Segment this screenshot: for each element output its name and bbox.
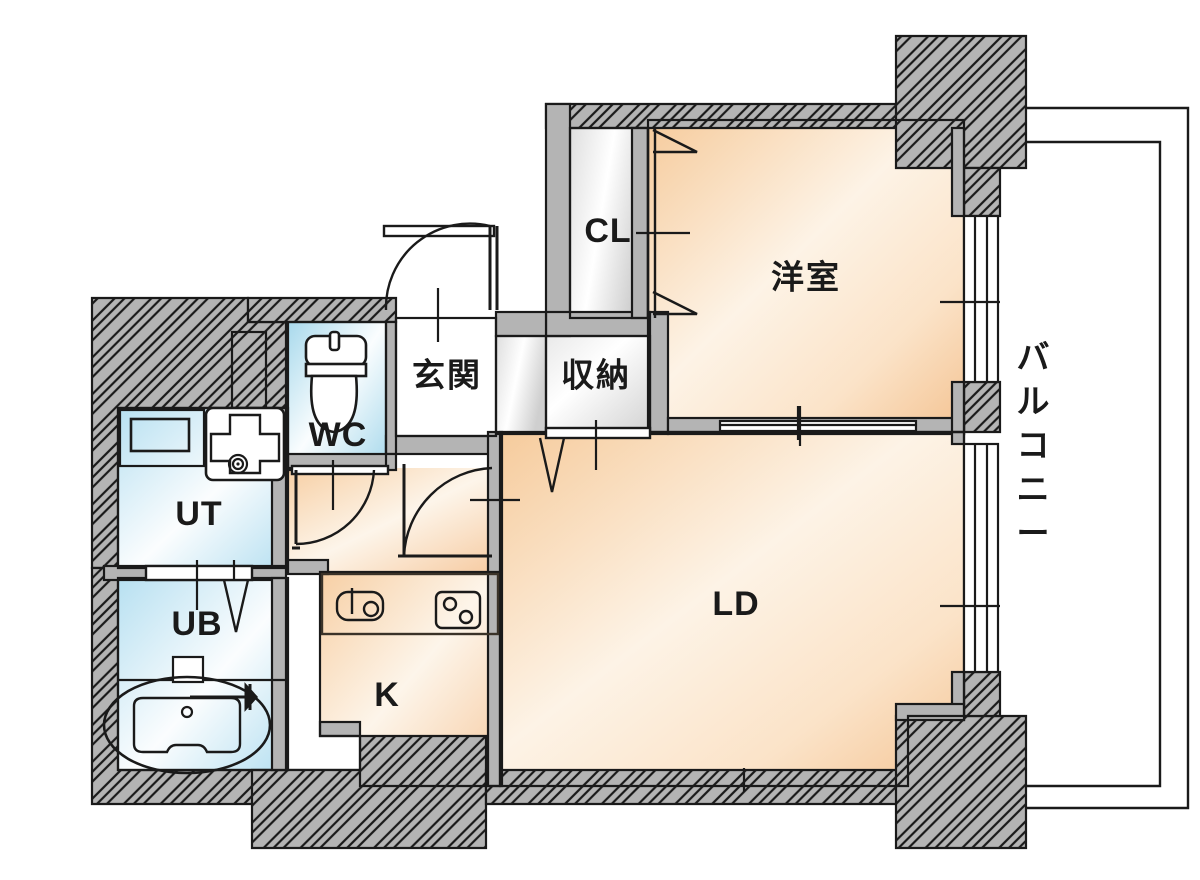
kitchen-counter <box>320 572 500 636</box>
wall-ld-southeast-notch <box>894 702 966 722</box>
balcony-label: バ ル コ ニ ー <box>1017 339 1052 552</box>
wall-yoshitsu-west <box>630 126 650 320</box>
room-label-closet: CL <box>584 212 631 250</box>
kitchen-sink-icon <box>335 588 385 622</box>
room-label-yoshitsu: 洋室 <box>771 259 841 296</box>
wall-block-east-lower <box>962 670 1002 718</box>
balcony-label-char-2: コ <box>1017 427 1052 464</box>
wall-block-east-mid <box>962 380 1002 434</box>
ut-door-opening <box>144 564 254 582</box>
entrance-door-opening <box>382 224 496 238</box>
wall-genkan-south <box>384 434 502 456</box>
room-sliding-door[interactable] <box>718 406 918 446</box>
room-floor-hallway <box>288 468 500 572</box>
wc-door-swing-arc <box>295 469 376 546</box>
wall-yoshitsu-east-top <box>950 126 966 218</box>
wall-hall-kitchen <box>286 558 330 576</box>
wall-block-northeast <box>894 34 1028 170</box>
tub-faucet-icon <box>190 682 259 712</box>
balcony-label-char-4: ー <box>1017 515 1052 552</box>
wash-basin-bowl <box>209 413 281 475</box>
room-floors <box>118 120 964 786</box>
gas-stove-icon <box>434 590 482 630</box>
balcony-label-char-0: バ <box>1017 339 1052 376</box>
ut-door[interactable] <box>144 564 254 633</box>
room-floor-shuno <box>546 336 650 434</box>
room-label-ld: LD <box>712 585 759 623</box>
entrance-door-swing-arc <box>384 222 491 311</box>
room-floor-kitchen <box>320 572 500 786</box>
room-label-shuno: 収納 <box>561 357 631 394</box>
room-label-ut: UT <box>175 495 222 533</box>
storage-door-opening <box>544 426 652 440</box>
tub-outer <box>102 675 272 775</box>
bath-tub-group <box>102 655 286 775</box>
toilet-seat-back <box>304 362 368 378</box>
room-labels: 洋室 LD K CL 玄関 収納 WC UT UB <box>171 212 841 714</box>
room-label-wc: WC <box>309 416 368 454</box>
wall-ld-east-top <box>950 430 966 446</box>
ut-door-fold-marker <box>222 579 250 633</box>
wall-storage-east <box>648 310 670 436</box>
hall-door[interactable] <box>398 464 493 558</box>
balcony-window-upper-frame <box>962 214 1000 384</box>
storage-door[interactable] <box>538 426 652 493</box>
wall-block-southeast <box>894 714 1028 850</box>
toilet-fixture <box>304 330 368 434</box>
wall-kitchen-south-stub <box>318 720 362 738</box>
room-floor-ld <box>500 432 964 786</box>
room-floor-genkan <box>396 318 496 436</box>
room-floor-genkan-closet <box>496 336 546 434</box>
balcony-window-lower-frame <box>962 442 1000 674</box>
balcony-window-lower[interactable] <box>940 442 1000 674</box>
balcony-window-upper[interactable] <box>940 214 1000 384</box>
outline-kitchen <box>318 570 502 788</box>
toilet-lever-icon <box>328 330 341 352</box>
wall-wc-east <box>384 320 398 456</box>
vanity-mirror-icon <box>129 417 191 453</box>
closet-fold-marker-top <box>652 128 698 154</box>
wall-closet-west <box>544 102 572 338</box>
balcony-outer-rail <box>1026 106 1190 810</box>
wc-door[interactable] <box>290 464 390 550</box>
closet-door[interactable] <box>646 128 698 318</box>
storage-door-fold-marker <box>538 437 566 493</box>
outline-genkan <box>394 316 498 438</box>
tub-drain-icon <box>180 705 194 719</box>
vanity-counter <box>118 408 206 468</box>
label-leader-lines <box>195 231 800 792</box>
closet-fold-marker-bottom <box>652 290 698 316</box>
kitchen-counter-group <box>320 572 500 636</box>
basin-drain-inner-icon <box>231 457 245 471</box>
toilet-bowl <box>309 374 359 434</box>
wc-door-opening <box>290 464 390 476</box>
balcony-inner-rail <box>1017 140 1162 788</box>
room-label-genkan: 玄関 <box>412 357 482 394</box>
room-label-kitchen: K <box>374 676 400 714</box>
entrance-door[interactable] <box>382 222 499 311</box>
room-floor-yoshitsu <box>648 120 964 430</box>
basin-drain-icon <box>227 453 249 475</box>
balcony-label-char-1: ル <box>1017 383 1052 420</box>
balcony-label-char-3: ニ <box>1017 471 1052 508</box>
hall-door-swing-arc <box>402 466 493 557</box>
wall-yoshitsu-east-bottom <box>950 380 966 436</box>
balcony-area <box>1017 106 1190 810</box>
basin-drain-dot-icon <box>236 462 240 466</box>
wall-genkan-closet-top <box>494 310 548 338</box>
vanity-group <box>118 406 286 482</box>
room-label-ub: UB <box>171 605 222 643</box>
wall-block-north-entry <box>246 296 398 324</box>
wall-block-east-upper <box>962 166 1002 218</box>
